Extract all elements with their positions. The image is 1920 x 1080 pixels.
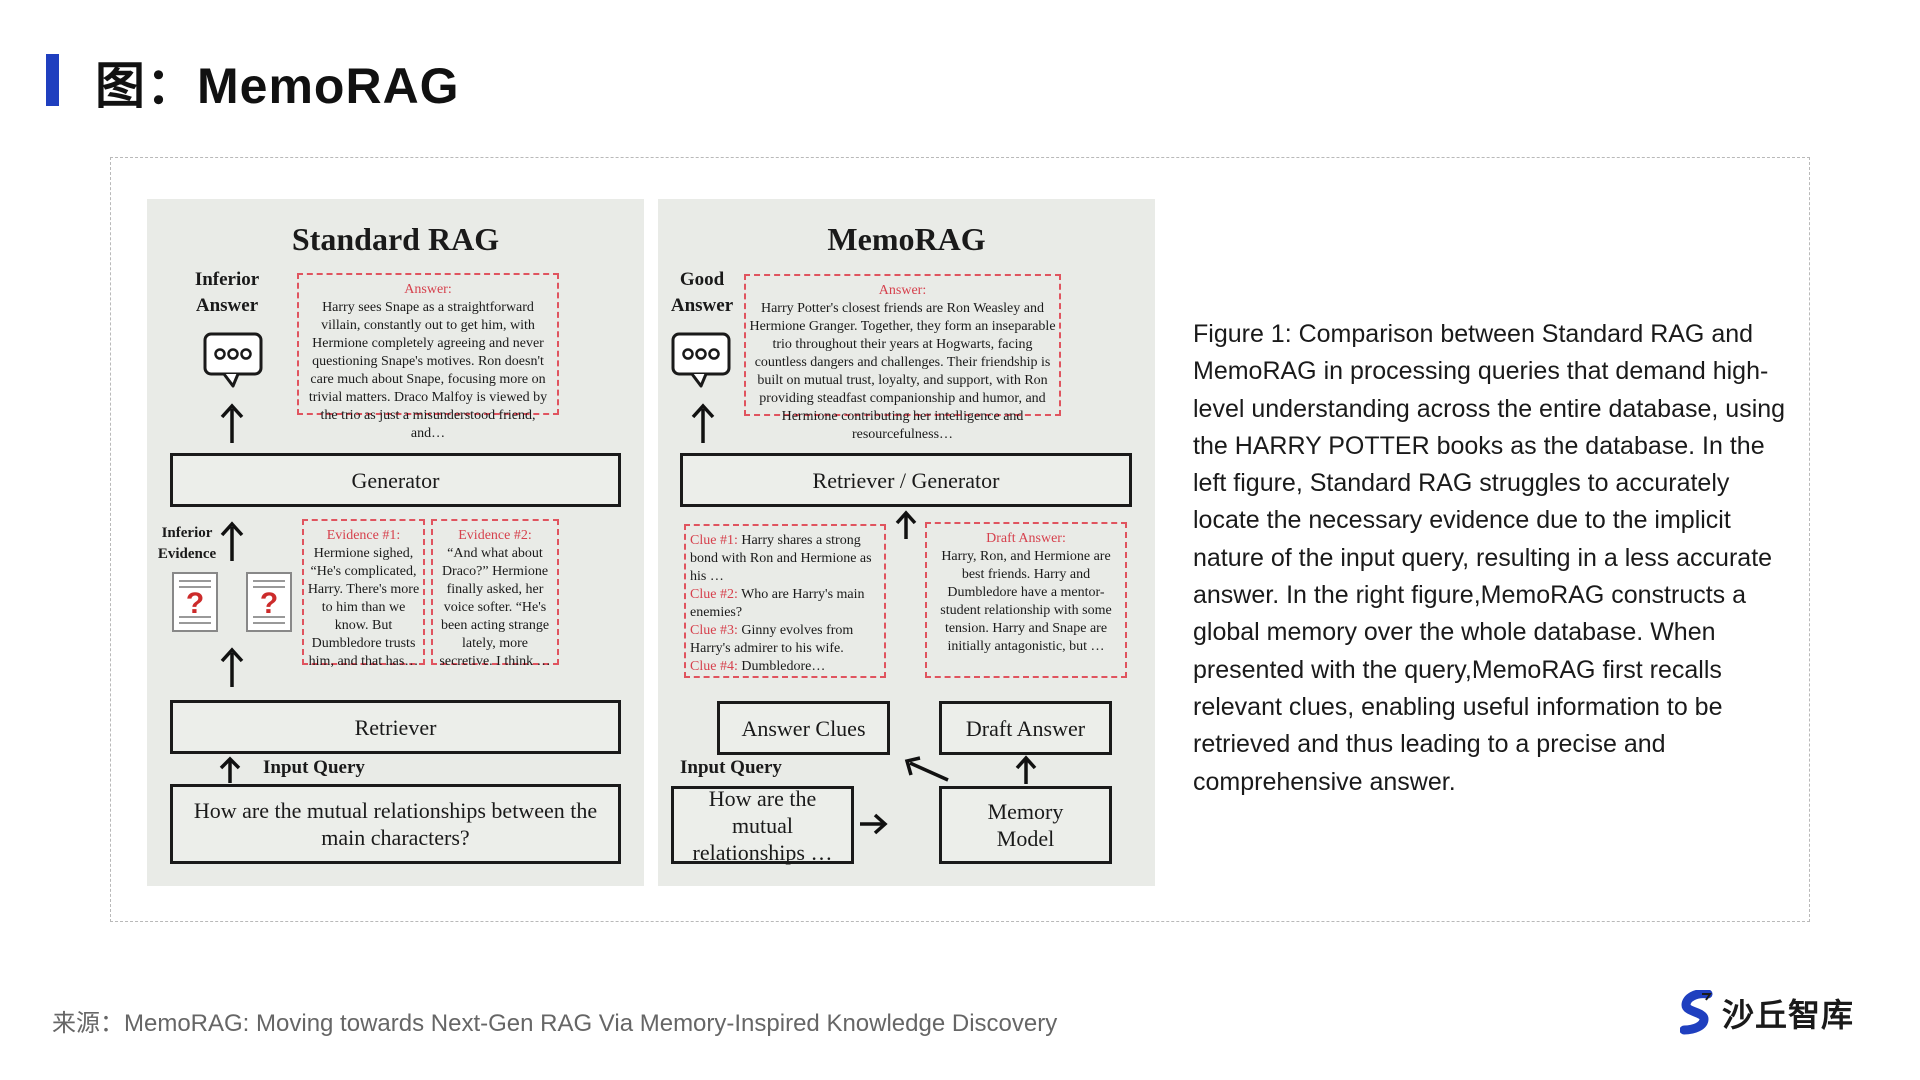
draft-answer-box: Draft Answer xyxy=(939,701,1112,755)
brand-logo-icon xyxy=(1680,990,1713,1035)
up-arrow-icon xyxy=(220,403,244,443)
clue-tag: Clue #1: xyxy=(690,533,738,548)
draft-answer-text-box: Draft Answer: Harry, Ron, and Hermione a… xyxy=(925,522,1127,678)
memory-model-box: Memory Model xyxy=(939,786,1112,864)
brand-logo: 沙丘智库 xyxy=(1680,990,1854,1036)
svg-text:?: ? xyxy=(260,587,278,620)
standard-rag-panel: Standard RAG Inferior Answer Answer: Har… xyxy=(147,199,644,886)
up-arrow-icon xyxy=(895,510,917,539)
clue-text: Dumbledore… xyxy=(737,659,826,674)
clue-text: Who are Harry's main enemies? xyxy=(690,587,865,620)
left-input-query-label: Input Query xyxy=(263,757,365,778)
right-answer-box: Answer: Harry Potter's closest friends a… xyxy=(744,274,1061,442)
right-answer-label: Answer: xyxy=(878,283,927,298)
generator-box: Generator xyxy=(170,453,621,507)
unknown-document-icon: ? xyxy=(246,572,292,632)
evidence-1-text: Hermione sighed, “He's complicated, Harr… xyxy=(307,546,420,669)
diagonal-arrow-icon xyxy=(904,756,949,782)
memorag-panel: MemoRAG Good Answer Answer: Harry Potter… xyxy=(658,199,1155,886)
evidence-2-label: Evidence #2: xyxy=(458,528,532,543)
clue-item-4: Clue #4: Dumbledore… xyxy=(690,658,880,676)
evidence-1-box: Evidence #1: Hermione sighed, “He's comp… xyxy=(302,519,425,669)
standard-rag-title: Standard RAG xyxy=(291,221,500,257)
retriever-generator-box: Retriever / Generator xyxy=(680,453,1132,507)
up-arrow-icon xyxy=(691,403,715,443)
right-input-query-label: Input Query xyxy=(680,757,782,778)
retriever-box: Retriever xyxy=(170,700,621,754)
memorag-title: MemoRAG xyxy=(827,221,986,257)
answer-clues-box: Answer Clues xyxy=(717,701,890,755)
figure-container: Standard RAG Inferior Answer Answer: Har… xyxy=(110,157,1810,922)
source-citation: 来源：MemoRAG: Moving towards Next-Gen RAG … xyxy=(52,1010,1058,1037)
evidence-1-label: Evidence #1: xyxy=(326,528,401,543)
draft-answer-label: Draft Answer: xyxy=(986,531,1066,546)
clues-box: Clue #1: Harry shares a strong bond with… xyxy=(684,524,886,678)
right-arrow-icon xyxy=(860,813,888,835)
clue-tag: Clue #3: xyxy=(690,623,738,638)
figure-caption: Figure 1: Comparison between Standard RA… xyxy=(1193,320,1786,796)
chat-bubble-icon xyxy=(671,332,731,388)
up-arrow-icon xyxy=(219,756,241,783)
good-answer-label: Good Answer xyxy=(670,269,734,316)
evidence-2-text: “And what about Draco?” Hermione finally… xyxy=(439,546,551,669)
up-arrow-icon xyxy=(220,647,244,687)
page-title: 图：MemoRAG xyxy=(95,58,460,114)
clue-text: Ginny evolves from Harry's admirer to hi… xyxy=(690,623,854,656)
left-answer-box: Answer: Harry sees Snape as a straightfo… xyxy=(297,273,559,441)
up-arrow-icon xyxy=(1015,755,1037,784)
unknown-document-icon: ? xyxy=(172,572,218,632)
evidence-2-box: Evidence #2: “And what about Draco?” Her… xyxy=(431,519,559,669)
inferior-answer-label: Inferior Answer xyxy=(194,269,260,316)
up-arrow-icon xyxy=(220,521,244,561)
clue-item-2: Clue #2: Who are Harry's main enemies? xyxy=(690,586,880,622)
brand-name: 沙丘智库 xyxy=(1722,997,1855,1033)
clue-item-3: Clue #3: Ginny evolves from Harry's admi… xyxy=(690,622,880,658)
svg-text:?: ? xyxy=(186,587,204,620)
left-answer-label: Answer: xyxy=(404,282,452,297)
clue-text: Harry shares a strong bond with Ron and … xyxy=(690,533,872,584)
right-query-box: How are the mutual relationships … xyxy=(671,786,854,865)
draft-answer-text: Harry, Ron, and Hermione are best friend… xyxy=(940,549,1112,654)
left-answer-text: Harry sees Snape as a straightforward vi… xyxy=(308,300,548,441)
chat-bubble-icon xyxy=(203,332,263,388)
clue-item-1: Clue #1: Harry shares a strong bond with… xyxy=(690,532,880,586)
clue-tag: Clue #2: xyxy=(690,587,738,602)
title-accent-bar xyxy=(46,54,59,106)
left-query-box: How are the mutual relationships between… xyxy=(170,784,621,864)
right-answer-text: Harry Potter's closest friends are Ron W… xyxy=(749,301,1056,442)
inferior-evidence-label: Inferior Evidence xyxy=(157,525,217,562)
clue-tag: Clue #4: xyxy=(690,659,738,674)
